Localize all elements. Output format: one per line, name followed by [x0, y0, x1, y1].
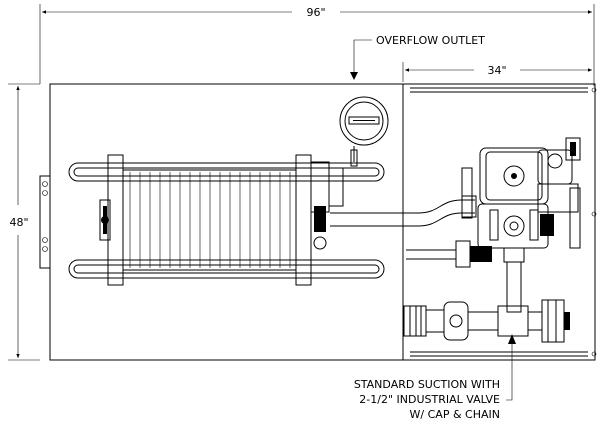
dimension-48-label: 48"	[9, 216, 28, 229]
gauge-outer-ring	[339, 96, 389, 146]
overflow-leader	[353, 39, 372, 78]
dimension-tank-width: 34"	[402, 62, 592, 82]
pump-volute	[503, 215, 525, 237]
fill-valve-body	[455, 240, 471, 268]
dimension-overall-width: 96"	[39, 4, 595, 86]
dimension-34-label: 34"	[487, 64, 506, 77]
riser-flange	[503, 247, 525, 263]
dimension-height: 48"	[8, 83, 40, 361]
overflow-fitting	[350, 149, 358, 167]
callout-overflow: OVERFLOW OUTLET	[350, 34, 485, 80]
reel-drum-ribs	[129, 172, 291, 268]
fuel-cap	[547, 153, 563, 169]
suction-leader	[506, 338, 513, 401]
dimension-96-label: 96"	[306, 6, 325, 19]
suction-adapter	[425, 309, 445, 333]
starter-center	[511, 173, 517, 179]
fuel-tank	[537, 149, 573, 185]
suction-riser	[506, 261, 522, 313]
suction-line	[403, 299, 570, 343]
crank-knob	[101, 216, 109, 224]
suction-cap	[403, 305, 427, 337]
gauge-inner-ring	[344, 101, 384, 141]
discharge-coupling	[461, 195, 477, 218]
base-plate	[39, 83, 597, 361]
pump-flange-right	[529, 209, 539, 241]
tube-lower-outer	[68, 259, 385, 279]
muffler	[537, 183, 579, 213]
strainer-plug	[564, 312, 570, 330]
bolt-hole-bottom	[591, 351, 597, 357]
bolt-hole-top	[591, 87, 597, 93]
bracket-hole-1	[42, 181, 48, 187]
bracket-hole-4	[42, 246, 48, 252]
suction-label-line3: W/ CAP & CHAIN	[410, 408, 500, 421]
reel-drum	[122, 169, 297, 271]
engine-shroud	[485, 151, 543, 201]
reel-swivel-bolt	[313, 236, 327, 250]
tube-lower-inner	[73, 264, 380, 274]
suction-label-line1: STANDARD SUCTION WITH	[354, 378, 500, 391]
gauge-window	[348, 116, 380, 125]
strainer-housing	[541, 299, 565, 343]
suction-arrowhead	[508, 334, 516, 344]
pump-mount-bracket-left	[461, 167, 473, 219]
pump-skid-outline	[402, 83, 596, 361]
pump-shaft	[509, 221, 519, 231]
pump-mount-bracket-right	[569, 187, 581, 249]
tube-upper-outer	[68, 162, 385, 182]
suction-tee	[497, 305, 529, 337]
left-bracket	[39, 175, 51, 269]
fill-valve-actuator	[470, 246, 492, 262]
engine-recoil-starter	[503, 165, 525, 187]
pump-engine-unit	[461, 137, 581, 313]
reel-drive-housing	[310, 161, 330, 213]
reel-swivel-joint	[314, 206, 326, 232]
tee-outlet	[527, 311, 543, 331]
industrial-valve-body	[443, 301, 469, 341]
bracket-hole-3	[42, 237, 48, 243]
pump-gauge-fitting	[540, 214, 554, 236]
hose-reel-assembly	[68, 154, 385, 286]
bolt-hole-middle	[591, 211, 597, 217]
overflow-outlet-label: OVERFLOW OUTLET	[376, 34, 485, 47]
air-filter-element	[570, 142, 576, 156]
fill-line	[406, 240, 492, 268]
tube-upper-inner	[73, 167, 380, 177]
valve-stem	[449, 314, 463, 328]
overflow-arrowhead	[350, 72, 358, 80]
callout-suction: STANDARD SUCTION WITH 2-1/2" INDUSTRIAL …	[354, 334, 516, 421]
level-gauge	[339, 96, 389, 167]
suction-nipple	[467, 311, 499, 331]
crank-hub-left	[99, 199, 111, 241]
suction-label-line2: 2-1/2" INDUSTRIAL VALVE	[359, 393, 500, 406]
pump-flange-left	[489, 209, 499, 241]
reel-drive-motor	[328, 167, 344, 207]
air-filter	[565, 137, 581, 161]
bracket-hole-2	[42, 190, 48, 196]
